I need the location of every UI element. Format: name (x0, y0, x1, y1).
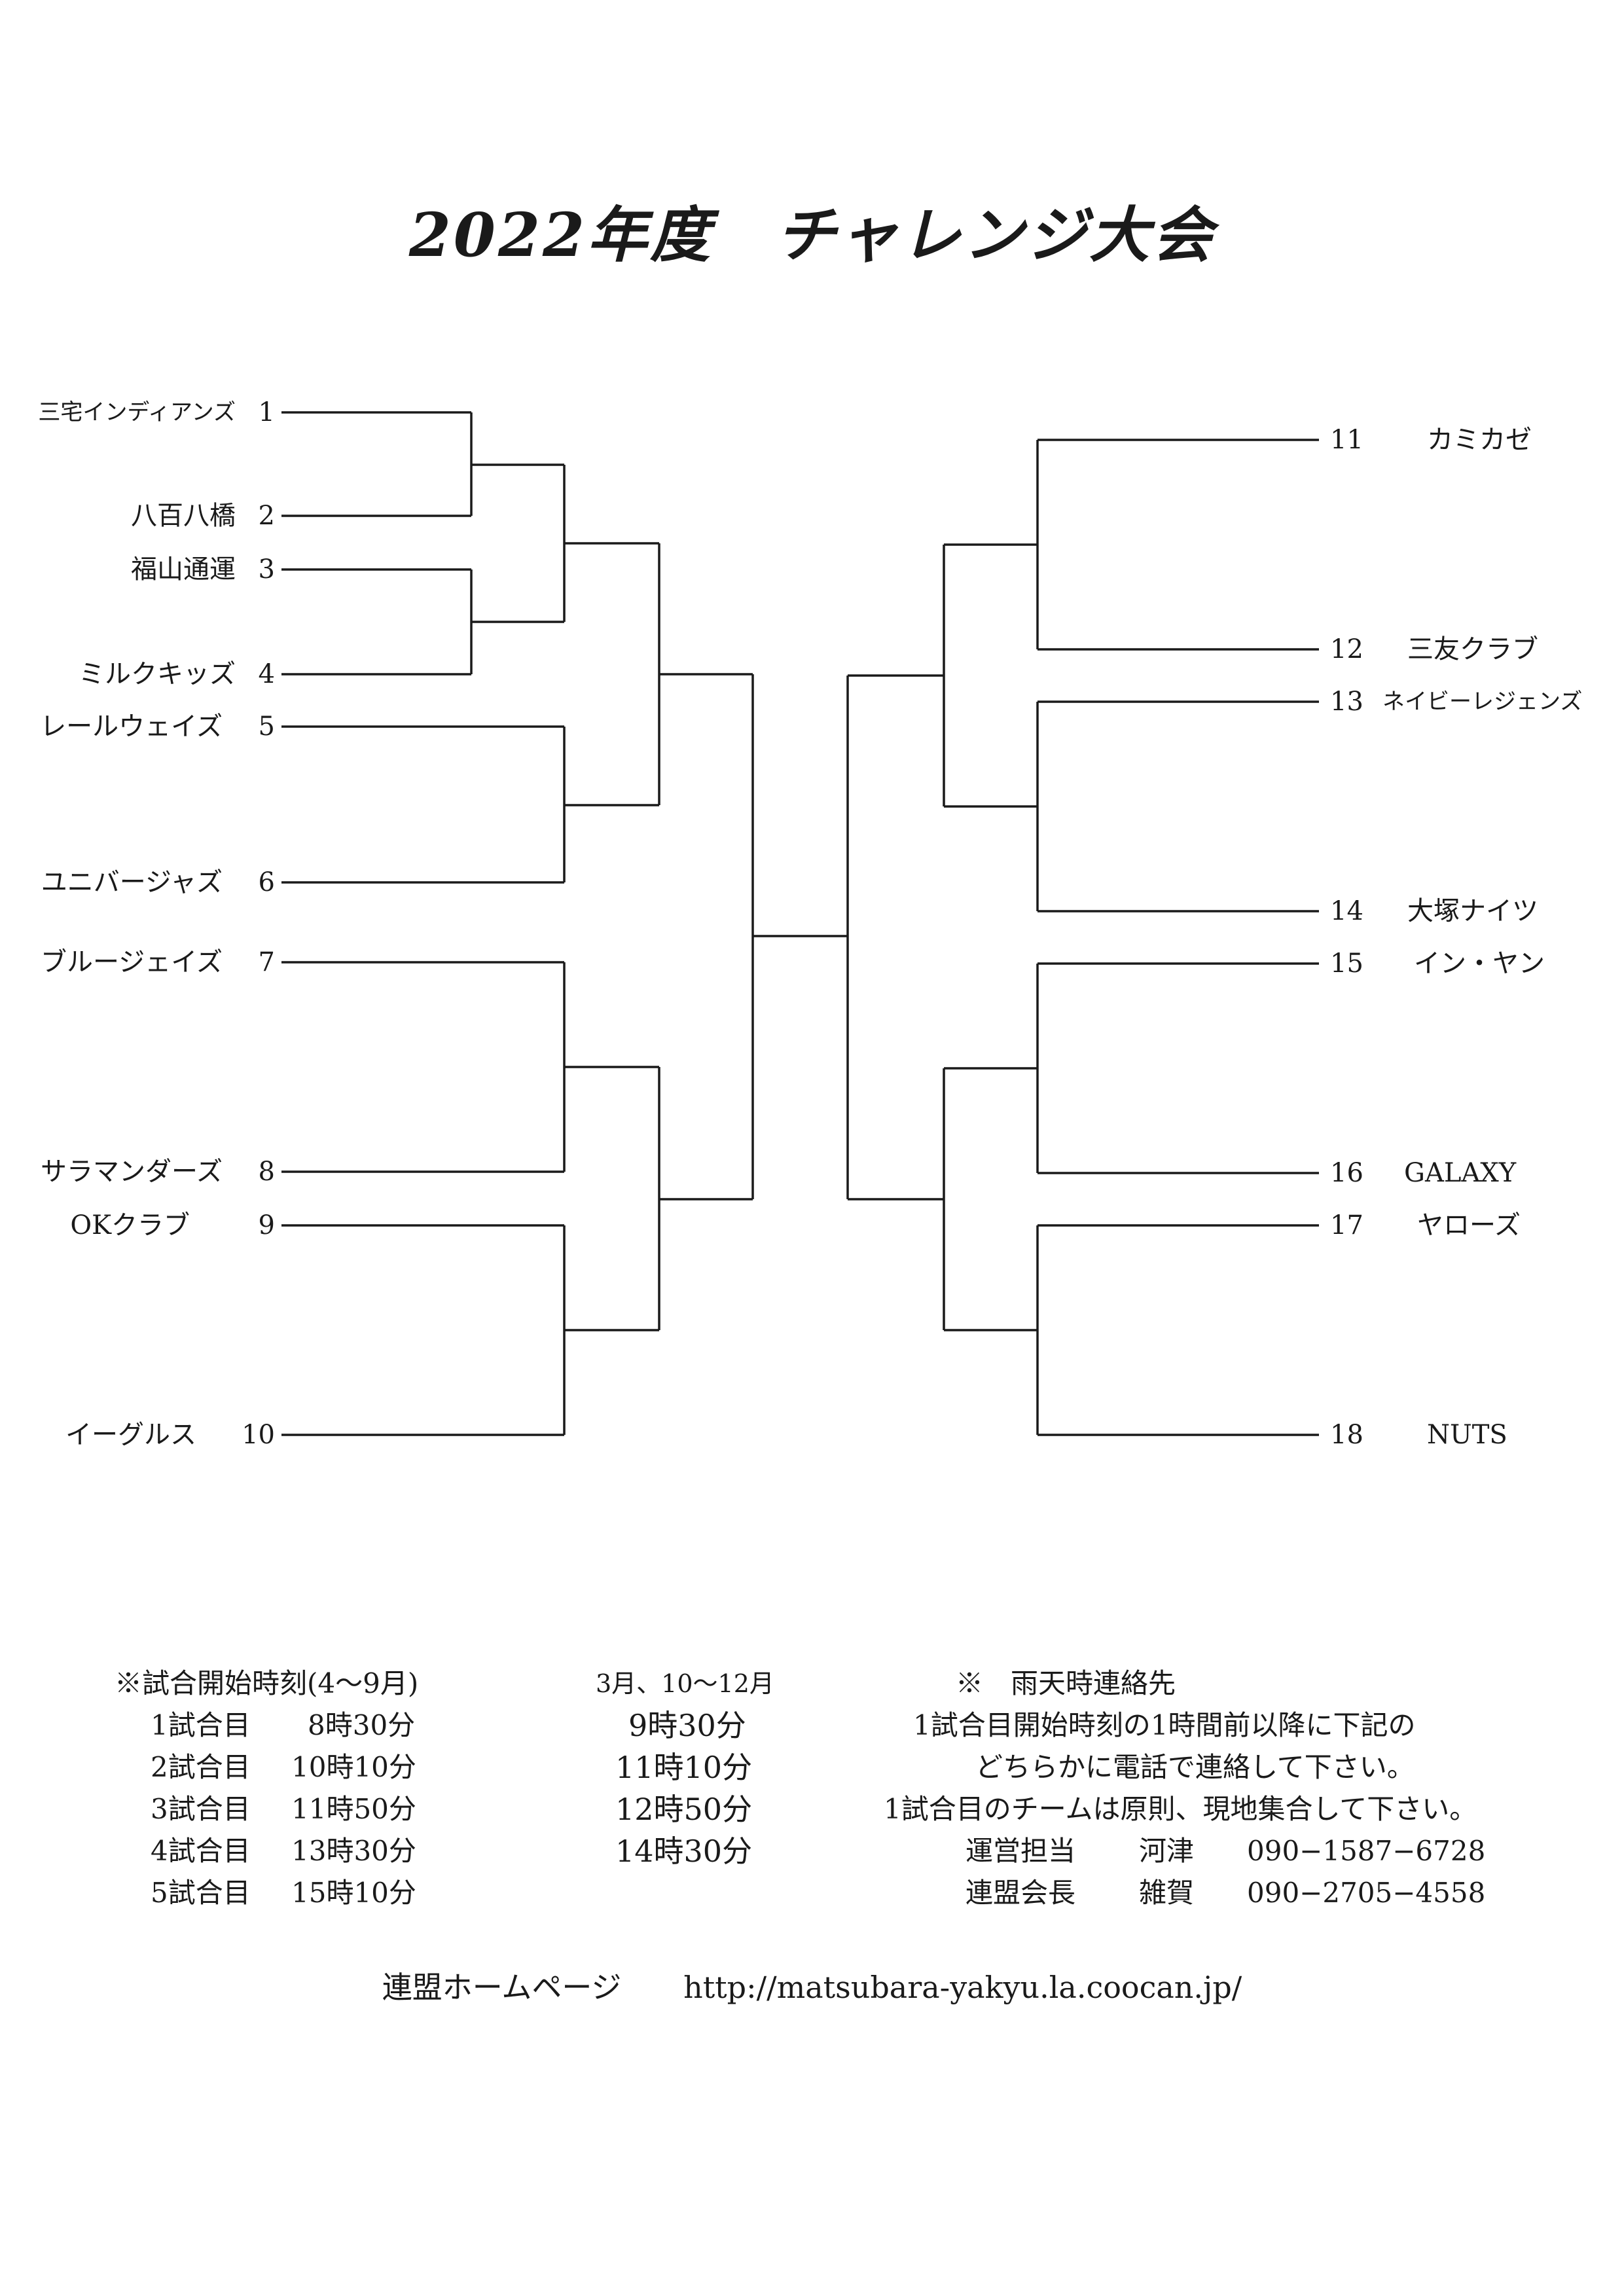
footer: 連盟ホームページ http://matsubara-yakyu.la.cooca… (0, 1964, 1624, 2007)
team-name-17: ヤローズ (1417, 1210, 1521, 1240)
team-name-6: ユニバージャズ (41, 867, 223, 897)
team-number-13: 13 (1330, 687, 1363, 717)
contact-role-2: 連盟会長 (965, 1877, 1076, 1909)
team-number-7: 7 (258, 947, 275, 977)
team-number-18: 18 (1330, 1420, 1363, 1450)
schedule-heading: ※試合開始時刻(4～9月) (115, 1667, 419, 1699)
team-number-8: 8 (258, 1157, 275, 1187)
team-number-1: 1 (258, 397, 275, 427)
team-name-18: NUTS (1427, 1420, 1507, 1450)
team-name-12: 三友クラブ (1407, 634, 1538, 664)
rain-line-2: どちらかに電話で連絡して下さい。 (975, 1751, 1415, 1783)
team-name-13: ネイビーレジェンズ (1382, 689, 1583, 715)
schedule-game-2: 2試合目 (151, 1751, 251, 1783)
team-name-4: ミルクキッズ (79, 659, 236, 689)
team-name-2: 八百八橋 (131, 501, 236, 531)
team-name-8: サラマンダーズ (41, 1157, 223, 1187)
schedule-alt-time-3: 12時50分 (615, 1792, 753, 1827)
schedule-time-3: 11時50分 (291, 1793, 416, 1825)
team-number-17: 17 (1330, 1210, 1363, 1240)
team-number-5: 5 (258, 712, 275, 742)
schedule-game-5: 5試合目 (151, 1877, 251, 1909)
bracket-left (281, 411, 754, 1436)
contact-name-2: 雑賀 (1139, 1877, 1195, 1909)
team-number-15: 15 (1330, 949, 1363, 979)
schedule-alt-time-1: 9時30分 (628, 1708, 746, 1743)
schedule-game-3: 3試合目 (151, 1793, 251, 1825)
team-number-2: 2 (258, 501, 275, 531)
contact-phone-1: 090−1587−6728 (1247, 1835, 1486, 1867)
contact-role-1: 運営担当 (965, 1835, 1076, 1867)
schedule-alt-time-2: 11時10分 (615, 1750, 753, 1785)
schedule-alt-heading: 3月、10～12月 (596, 1669, 774, 1698)
schedule-time-2: 10時10分 (291, 1751, 416, 1783)
team-number-16: 16 (1330, 1158, 1363, 1188)
team-number-11: 11 (1330, 425, 1363, 455)
team-number-14: 14 (1330, 896, 1363, 926)
schedule-game-1: 1試合目 (151, 1709, 251, 1741)
team-name-7: ブルージェイズ (41, 947, 223, 977)
team-name-15: イン・ヤン (1414, 949, 1545, 979)
rain-line-3: 1試合目のチームは原則、現地集合して下さい。 (884, 1793, 1477, 1825)
page-title: 2022年度 チャレンジ大会 (408, 200, 1216, 270)
team-number-9: 9 (258, 1210, 275, 1240)
bracket-right (846, 439, 1319, 1436)
team-name-1: 三宅インディアンズ (38, 399, 236, 425)
team-number-12: 12 (1330, 634, 1363, 664)
schedule-game-4: 4試合目 (151, 1835, 251, 1867)
schedule-alt-time-4: 14時30分 (615, 1834, 753, 1869)
team-name-10: イーグルス (65, 1420, 196, 1450)
team-number-3: 3 (258, 554, 275, 585)
team-name-9: OKクラブ (70, 1210, 190, 1240)
team-name-16: GALAXY (1404, 1158, 1517, 1188)
rain-heading: ※ 雨天時連絡先 (956, 1667, 1176, 1699)
team-number-4: 4 (258, 659, 275, 689)
homepage-link[interactable]: http://matsubara-yakyu.la.coocan.jp/ (683, 1970, 1242, 2005)
schedule-time-4: 13時30分 (291, 1835, 416, 1867)
team-name-14: 大塚ナイツ (1407, 896, 1538, 926)
homepage-label: 連盟ホームページ (382, 1970, 622, 2005)
team-name-11: カミカゼ (1427, 425, 1532, 455)
contact-phone-2: 090−2705−4558 (1247, 1877, 1486, 1909)
team-name-3: 福山通運 (131, 554, 236, 585)
contact-name-1: 河津 (1139, 1835, 1195, 1867)
team-number-6: 6 (258, 867, 275, 897)
team-name-5: レールウェイズ (40, 712, 223, 742)
team-number-10: 10 (242, 1420, 275, 1450)
rain-line-1: 1試合目開始時刻の1時間前以降に下記の (913, 1709, 1416, 1741)
schedule-time-5: 15時10分 (291, 1877, 416, 1909)
schedule-time-1: 8時30分 (308, 1709, 416, 1741)
